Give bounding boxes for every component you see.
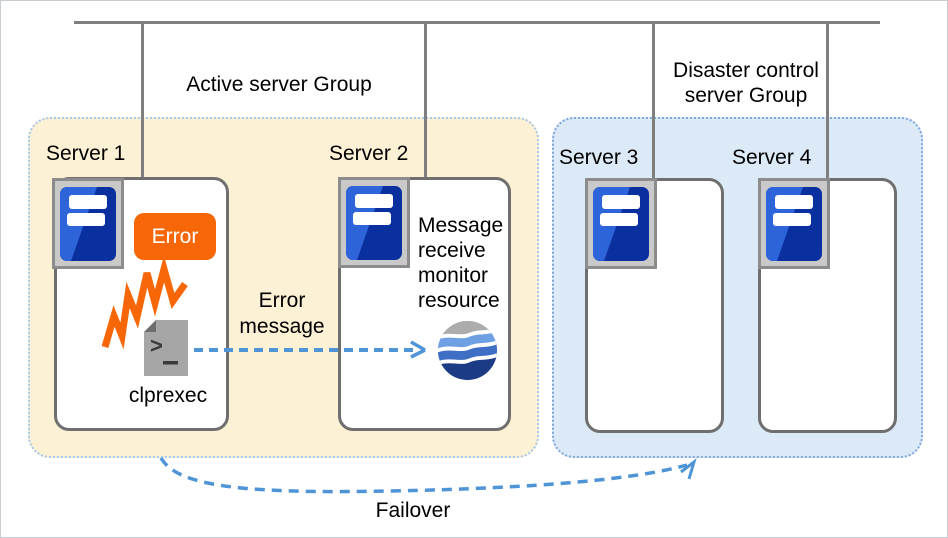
server-tower-icon [593,186,649,261]
monitor-resource-globe-icon [437,320,498,381]
server4-label: Server 4 [732,146,812,169]
clprexec-file-icon: > [144,320,188,376]
server4-icon-box [758,178,830,269]
server-tower-icon [60,186,116,261]
active-group-label: Active server Group [186,73,372,96]
network-drop-line-server2 [424,21,427,180]
network-bus-line [74,21,880,24]
network-drop-line-server3 [652,21,655,180]
server3-label: Server 3 [559,146,639,169]
failover-arrow [159,457,697,494]
server-tower-icon [766,186,822,261]
terminal-underscore-glyph [163,361,178,365]
failover-label: Failover [375,499,451,522]
error-message-label: Error message [239,289,325,338]
terminal-prompt-glyph: > [150,333,163,358]
error-badge: Error [134,213,216,260]
server-tower-icon [346,185,402,260]
network-drop-line-server1 [141,21,144,180]
network-drop-line-server4 [826,21,829,180]
server2-label: Server 2 [329,142,409,165]
clprexec-label: clprexec [128,384,208,407]
monitor-resource-label: Message receive monitor resource [418,214,504,312]
server2-icon-box [338,177,410,268]
disaster-group-label: Disaster control server Group [673,59,819,107]
server1-label: Server 1 [46,142,126,165]
server1-icon-box [52,178,124,269]
server3-icon-box [585,178,657,269]
